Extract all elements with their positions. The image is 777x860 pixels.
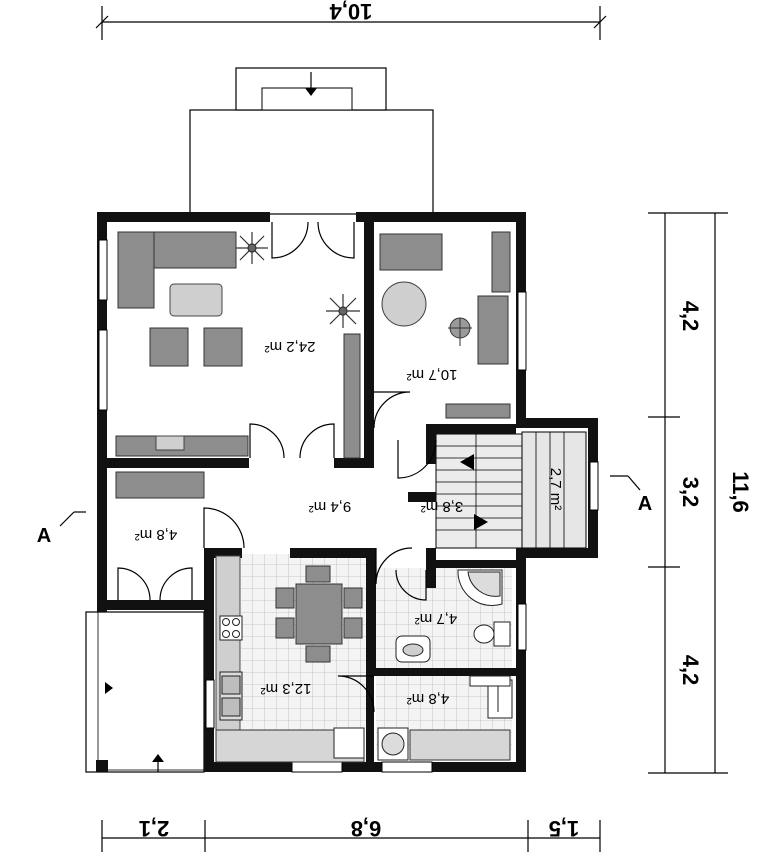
room-labels: 24,2 m² 10,7 m² 2,7 m² 9,4 m² 3,8 m² 4,8… [135, 338, 564, 707]
dimension-bottom-seg-1: 2,1 [139, 816, 170, 841]
dimension-bottom-seg-3: 1,5 [549, 816, 580, 841]
room-area-bathroom: 4,7 m² [415, 610, 458, 627]
section-label-left: A [37, 525, 51, 547]
dimension-bottom: 2,1 6,8 1,5 [101, 816, 601, 852]
section-marker-left: A [37, 511, 86, 547]
staircase [435, 431, 587, 549]
dimension-right-total: 11,6 [728, 471, 753, 513]
section-label-right: A [638, 493, 652, 515]
kitchen-furniture [215, 555, 365, 763]
plant-icon [326, 294, 360, 328]
dimension-bottom-seg-2: 6,8 [351, 816, 382, 841]
room-area-vestibule: 4,8 m² [135, 526, 178, 543]
room-area-kitchen: 12,3 m² [261, 680, 312, 697]
windows [98, 239, 599, 773]
dimension-top-label: 10,4 [329, 0, 373, 24]
entrance-porch [85, 611, 205, 773]
bedroom-furniture [379, 231, 511, 419]
dimension-right-seg-2: 3,2 [678, 477, 703, 508]
dimension-right: 4,2 3,2 4,2 11,6 [648, 212, 753, 774]
dimension-right-seg-1: 4,2 [678, 301, 703, 332]
terrace [189, 67, 434, 215]
room-area-hall: 9,4 m² [309, 498, 352, 515]
room-area-bedroom: 10,7 m² [407, 366, 458, 383]
section-marker-right: A [610, 475, 652, 515]
doors [117, 221, 437, 713]
room-area-stair: 2,7 m² [547, 468, 564, 511]
room-area-storage: 3,8 m² [421, 498, 464, 515]
room-area-laundry: 4,8 m² [407, 690, 450, 707]
wardrobe [115, 471, 205, 499]
dimension-top: 10,4 [95, 0, 607, 40]
chair-icon [448, 317, 472, 346]
living-furniture [115, 231, 361, 459]
bathroom-fixtures [377, 569, 513, 761]
plant-icon [236, 232, 268, 264]
dimension-right-seg-3: 4,2 [678, 655, 703, 686]
room-area-living: 24,2 m² [265, 338, 316, 355]
